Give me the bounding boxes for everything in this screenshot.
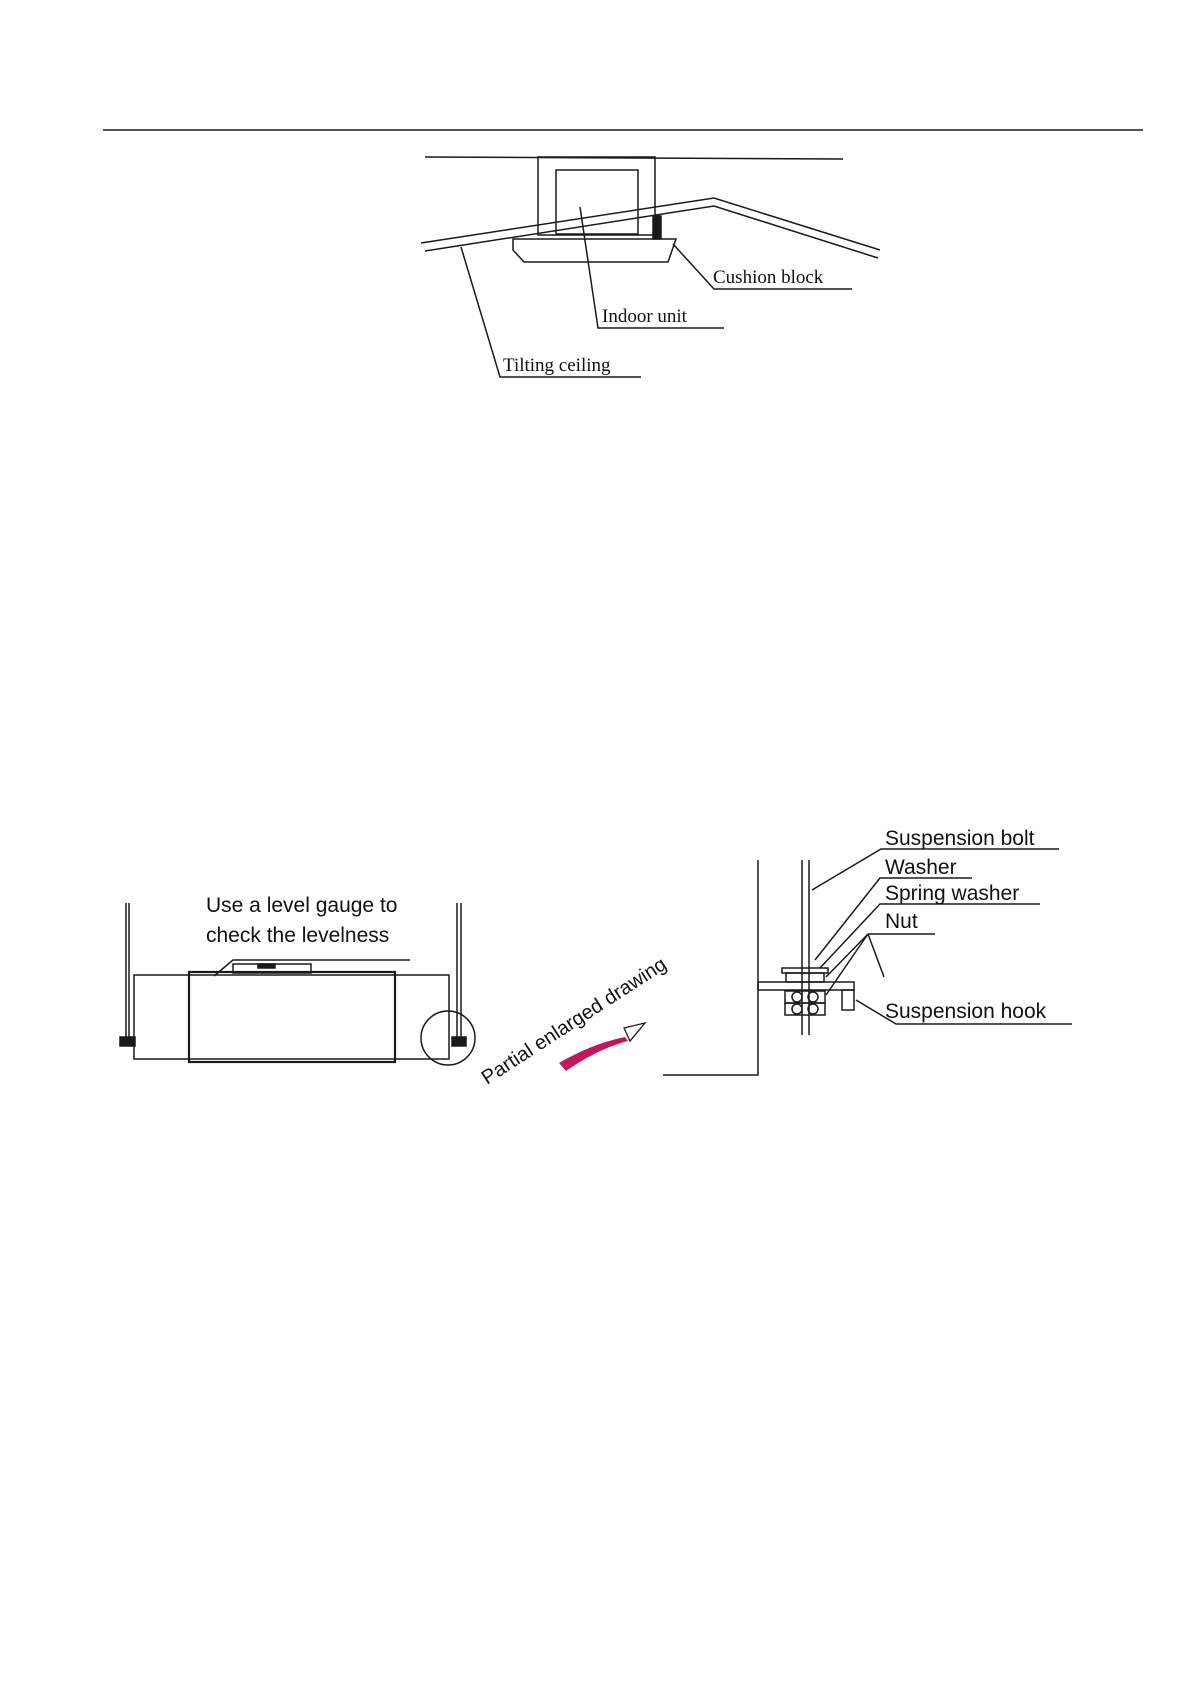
- cushion-block: [653, 216, 661, 239]
- unit-side-outline: [663, 860, 758, 1075]
- enlarge-arrow-tail: [559, 1037, 628, 1071]
- level-gauge-label-line2: check the levelness: [206, 924, 389, 947]
- left-rod-nut: [120, 1037, 135, 1046]
- unit-outer-body: [134, 975, 449, 1059]
- nut-label: Nut: [885, 910, 918, 933]
- tilting-ceiling-label: Tilting ceiling: [503, 355, 611, 376]
- cushion-block-label: Cushion block: [713, 267, 824, 288]
- lower-nut-2: [785, 1003, 825, 1015]
- unit-inner-box: [189, 972, 395, 1062]
- indoor-unit-label: Indoor unit: [602, 306, 688, 327]
- level-gauge-bubble: [258, 964, 275, 968]
- hook-plate: [758, 982, 854, 990]
- indoor-unit-panel: [513, 239, 676, 262]
- spring-washer-label: Spring washer: [885, 882, 1019, 905]
- right-rod-nut: [452, 1037, 466, 1046]
- suspension-hook-label: Suspension hook: [885, 1000, 1047, 1023]
- spring-washer-leader: [820, 904, 1040, 968]
- upper-nut: [786, 973, 824, 982]
- detail-circle: [421, 1011, 475, 1065]
- suspension-bolt-label: Suspension bolt: [885, 827, 1035, 850]
- lower-nut-1: [785, 991, 825, 1003]
- washer-label: Washer: [885, 856, 957, 879]
- enlarge-arrow-head: [624, 1023, 645, 1041]
- suspension-hook-tab: [842, 990, 854, 1010]
- partial-enlarged-drawing-label: Partial enlarged drawing: [478, 953, 671, 1089]
- level-gauge-label-line1: Use a level gauge to: [206, 894, 397, 917]
